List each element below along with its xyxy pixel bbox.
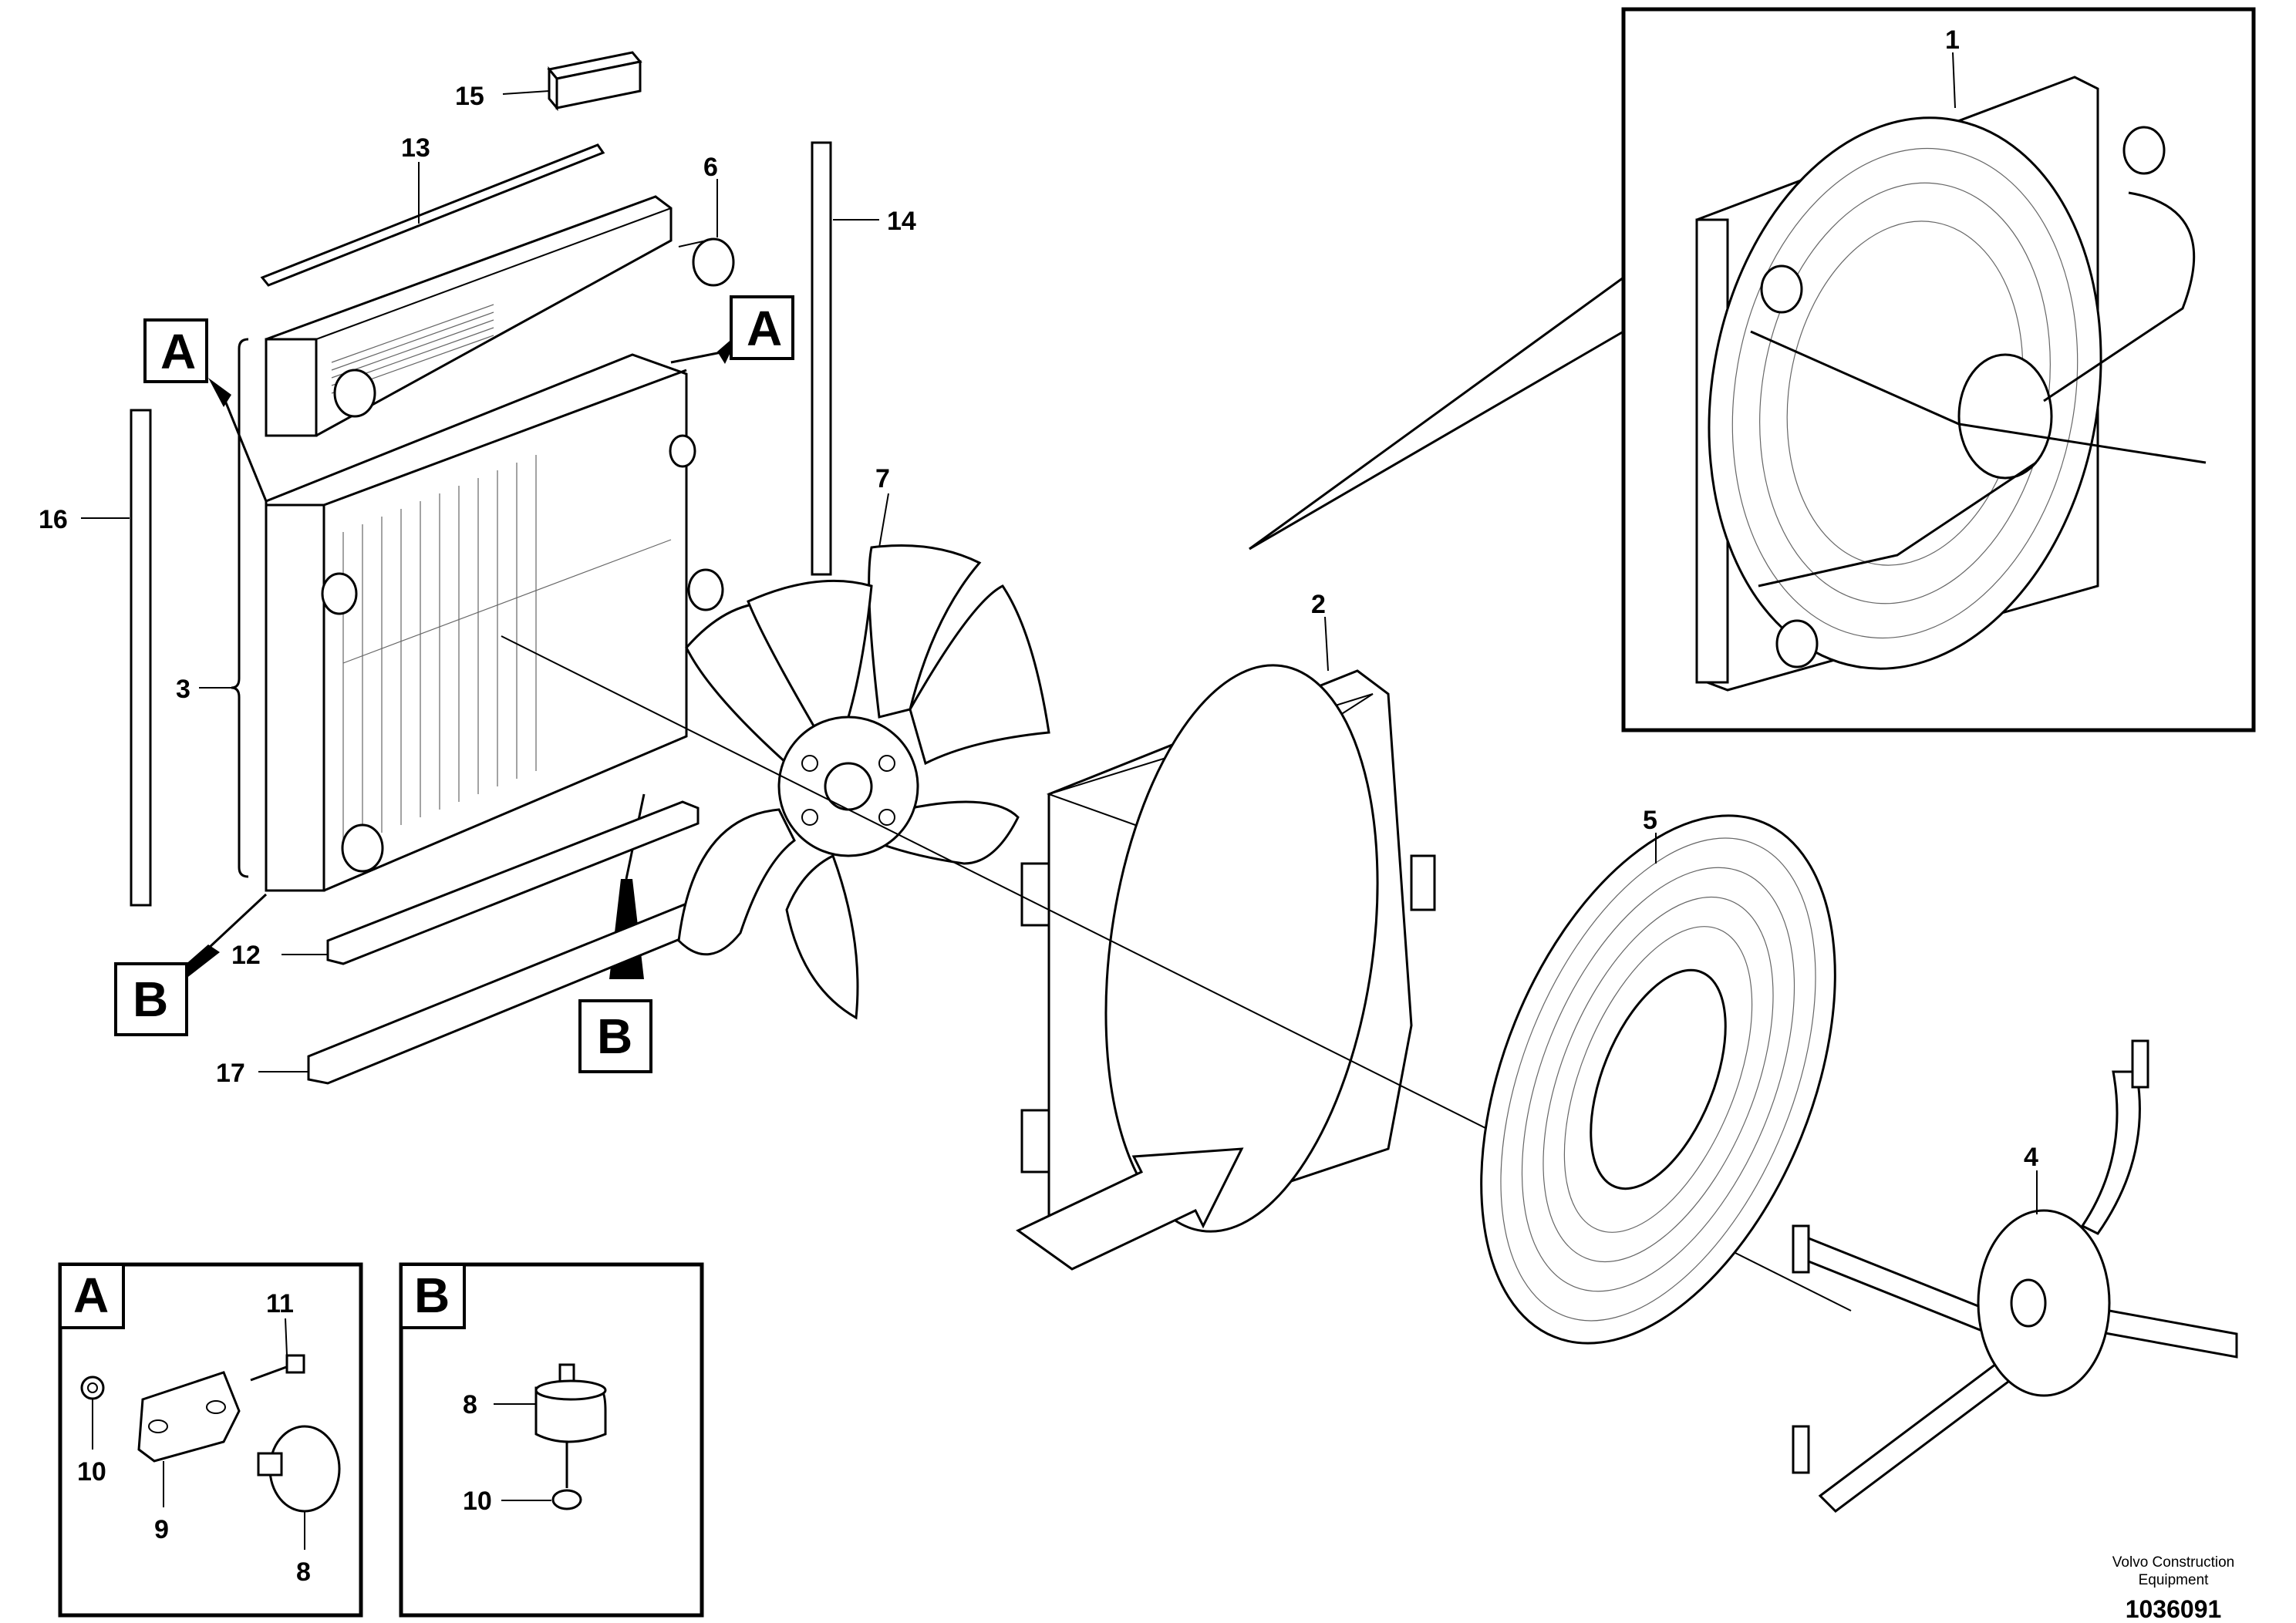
callout-16: 16: [39, 505, 68, 534]
inset-1-pointer-a: [1249, 276, 1624, 551]
detail-a-parts: [80, 1354, 341, 1513]
inset-1-pointer-b: [1249, 330, 1624, 551]
callout-3: 3: [176, 675, 190, 704]
view-label-b-left-box: [114, 962, 188, 1036]
footer-company-line1: Volvo Construction: [2112, 1554, 2234, 1571]
detail-b-callout-8: 8: [463, 1390, 477, 1419]
detail-b-letter: B: [414, 1268, 450, 1323]
view-label-a-top: A: [747, 301, 782, 356]
part-14-strip: [811, 141, 832, 576]
view-label-b-mid-box: [578, 999, 652, 1073]
detail-a-letter-box: [59, 1263, 125, 1329]
detail-b-callout-10: 10: [463, 1487, 492, 1516]
inset-1-assembly: [1695, 76, 2207, 692]
view-label-a-top-box: [730, 295, 794, 360]
leader-15: [502, 90, 550, 95]
detail-b-parts: [534, 1363, 607, 1510]
callout-17: 17: [216, 1059, 245, 1088]
part-16-strip: [130, 409, 152, 907]
part-3-radiator: [265, 353, 724, 892]
leader-7: [878, 493, 889, 548]
callout-13: 13: [401, 133, 430, 163]
part-2-fan-shroud: [1020, 664, 1436, 1243]
leader-1: [1952, 52, 1956, 109]
callout-5: 5: [1643, 806, 1657, 835]
callout-2: 2: [1311, 590, 1326, 619]
callout-4: 4: [2024, 1143, 2038, 1172]
callout-14: 14: [887, 207, 916, 236]
part-6-charge-air-cooler: [265, 195, 735, 437]
callout-7: 7: [875, 464, 890, 493]
detail-a-leader-11: [285, 1318, 288, 1356]
callout-6: 6: [703, 153, 718, 182]
radiator-fins: [342, 455, 672, 848]
callout-1: 1: [1945, 25, 1960, 55]
airflow-direction-arrow: [1016, 1147, 1244, 1271]
part-4-fan-bracket: [1792, 1039, 2238, 1513]
part-13-strip: [260, 143, 605, 287]
footer-company-line2: Equipment: [2139, 1572, 2210, 1588]
detail-a-callout-11: 11: [266, 1289, 294, 1318]
part-12-strip: [326, 800, 700, 965]
detail-a-callout-8: 8: [296, 1557, 311, 1587]
part-5-fan-guard: [1480, 814, 1836, 1345]
callout-15: 15: [455, 82, 484, 111]
callout-12: 12: [231, 941, 261, 970]
leader-2: [1324, 616, 1329, 672]
footer-document-number: 1036091: [2126, 1595, 2222, 1623]
detail-a-callout-9: 9: [154, 1515, 169, 1544]
view-label-b-left: B: [133, 971, 168, 1027]
view-arrow-a-left: [208, 378, 231, 407]
detail-a-letter: A: [73, 1268, 109, 1323]
detail-b-letter-box: [400, 1263, 466, 1329]
view-label-a-left-box: [143, 318, 208, 383]
part-15-block: [547, 51, 642, 112]
part-7-fan: [677, 544, 1050, 1020]
view-label-b-mid: B: [597, 1008, 632, 1064]
view-label-a-left: A: [160, 324, 196, 379]
detail-a-callout-10: 10: [77, 1457, 106, 1487]
